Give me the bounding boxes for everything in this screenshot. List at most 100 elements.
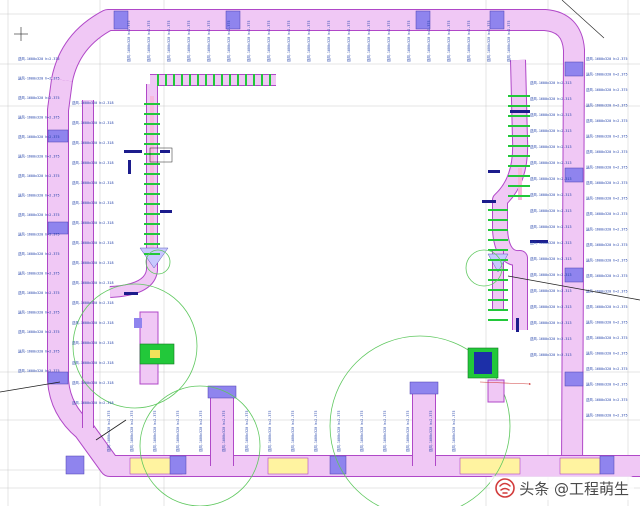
annotation-left-inner: 送风-1600x320 h=2.318: [72, 220, 113, 225]
leader-line: [95, 419, 127, 441]
damper: [160, 210, 172, 213]
annotation-right-outer: 送风-1600x320 h=2.375: [586, 103, 627, 108]
riser-cap: [207, 385, 237, 399]
air-handler-fan: [150, 350, 160, 358]
damper: [124, 150, 142, 153]
hangers: [124, 74, 548, 332]
annotation-left-inner: 送风-1600x320 h=2.318: [72, 320, 113, 325]
annotation-top-vertical: 送风-1600x320 h=2.375: [406, 21, 411, 62]
annotation-top-vertical: 送风-1600x320 h=2.375: [226, 21, 231, 62]
annotation-left-inner: 送风-1600x320 h=2.318: [72, 280, 113, 285]
annotation-bottom-vertical: 送风-1600x320 h=2.375: [405, 411, 410, 452]
annotation-right-outer: 送风-1600x320 h=2.375: [586, 289, 627, 294]
annotation-left-outer: 送风-1600x320 h=2.375: [18, 290, 59, 295]
annotation-left-outer: 送风-1600x320 h=2.375: [18, 251, 59, 256]
annotation-top-vertical: 送风-1600x320 h=2.375: [466, 21, 471, 62]
annotation-left-inner: 送风-1600x320 h=2.318: [72, 180, 113, 185]
annotation-right-inner: 送风-1600x320 h=2.313: [530, 288, 571, 293]
damper: [510, 110, 530, 113]
annotation-top-vertical: 送风-1600x320 h=2.375: [506, 21, 511, 62]
insulated-duct-section: [459, 457, 521, 475]
annotation-left-outer: 送风-1600x320 h=2.375: [18, 76, 59, 81]
annotation-left-outer: 送风-1600x320 h=2.375: [18, 271, 59, 276]
detail-callout-circle: [72, 283, 198, 409]
annotation-left-inner: 送风-1600x320 h=2.318: [72, 380, 113, 385]
annotation-top-vertical: 送风-1600x320 h=2.375: [346, 21, 351, 62]
annotation-left-inner: 送风-1600x320 h=2.318: [72, 120, 113, 125]
damper: [128, 160, 131, 174]
annotation-left-inner: 送风-1600x320 h=2.318: [72, 300, 113, 305]
annotation-left-outer: 送风-1600x320 h=2.375: [18, 310, 59, 315]
annotation-bottom-vertical: 送风-1600x320 h=2.375: [451, 411, 456, 452]
damper: [482, 200, 496, 203]
detail-callout-circle: [465, 249, 503, 287]
air-handler-right-fan: [474, 352, 492, 374]
detail-callout-circle: [145, 249, 171, 275]
annotation-right-outer: 送风-1600x320 h=2.375: [586, 118, 627, 123]
annotation-bottom-vertical: 送风-1600x320 h=2.375: [359, 411, 364, 452]
annotation-left-outer: 送风-1600x320 h=2.375: [18, 154, 59, 159]
annotation-right-inner: 送风-1600x320 h=2.313: [530, 320, 571, 325]
duct-network: [47, 9, 640, 477]
annotation-bottom-vertical: 送风-1600x320 h=2.375: [221, 411, 226, 452]
annotation-right-outer: 送风-1600x320 h=2.375: [586, 211, 627, 216]
annotation-right-outer: 送风-1600x320 h=2.375: [586, 180, 627, 185]
watermark-text: 头条 @工程萌生: [519, 479, 629, 498]
annotation-right-outer: 送风-1600x320 h=2.375: [586, 320, 627, 325]
annotation-right-outer: 送风-1600x320 h=2.375: [586, 134, 627, 139]
detail-callout-circle: [329, 335, 511, 506]
duct-fitting: [113, 10, 129, 30]
annotation-bottom-vertical: 送风-1600x320 h=2.375: [198, 411, 203, 452]
annotation-right-inner: 送风-1600x320 h=2.313: [530, 336, 571, 341]
duct-fitting: [225, 10, 241, 30]
annotation-right-inner: 送风-1600x320 h=2.313: [530, 112, 571, 117]
annotation-top-vertical: 送风-1600x320 h=2.375: [166, 21, 171, 62]
annotation-left-outer: 送风-1600x320 h=2.375: [18, 173, 59, 178]
annotation-top-vertical: 送风-1600x320 h=2.375: [366, 21, 371, 62]
duct-fitting: [415, 10, 431, 30]
annotation-bottom-vertical: 送风-1600x320 h=2.375: [336, 411, 341, 452]
annotation-top-vertical: 送风-1600x320 h=2.375: [146, 21, 151, 62]
annotation-top-vertical: 送风-1600x320 h=2.375: [326, 21, 331, 62]
duct-fitting: [47, 371, 69, 385]
annotation-right-inner: 送风-1600x320 h=2.313: [530, 304, 571, 309]
annotation-right-outer: 送风-1600x320 h=2.375: [586, 227, 627, 232]
riser-cap: [409, 381, 439, 395]
annotation-top-vertical: 送风-1600x320 h=2.375: [266, 21, 271, 62]
duct-fitting: [599, 455, 615, 475]
section-box: [149, 147, 173, 163]
duct-fitting: [47, 129, 69, 143]
annotation-top-vertical: 送风-1600x320 h=2.375: [306, 21, 311, 62]
damper: [160, 150, 170, 153]
equipment-fitting: [134, 318, 142, 328]
annotation-bottom-vertical: 送风-1600x320 h=2.375: [129, 411, 134, 452]
annotation-left-inner: 送风-1600x320 h=2.318: [72, 160, 113, 165]
duct-fitting: [489, 10, 505, 30]
duct-fitting: [329, 455, 347, 475]
annotation-bottom-vertical: 送风-1600x320 h=2.375: [290, 411, 295, 452]
annotation-left-outer: 送风-1600x320 h=2.375: [18, 368, 59, 373]
annotation-left-inner: 送风-1600x320 h=2.318: [72, 360, 113, 365]
annotation-top-vertical: 送风-1600x320 h=2.375: [446, 21, 451, 62]
annotation-left-outer: 送风-1600x320 h=2.375: [18, 329, 59, 334]
annotation-top-vertical: 送风-1600x320 h=2.375: [206, 21, 211, 62]
annotation-top-vertical: 送风-1600x320 h=2.375: [246, 21, 251, 62]
annotation-right-inner: 送风-1600x320 h=2.313: [530, 272, 571, 277]
annotation-right-inner: 送风-1600x320 h=2.313: [530, 208, 571, 213]
annotation-top-vertical: 送风-1600x320 h=2.375: [426, 21, 431, 62]
leader-line: [0, 381, 61, 393]
duct-fitting: [169, 455, 187, 475]
flow-arrow: [479, 381, 532, 386]
annotation-right-inner: 送风-1600x320 h=2.313: [530, 96, 571, 101]
annotation-top-vertical: 送风-1600x320 h=2.375: [186, 21, 191, 62]
insulated-duct-section: [267, 457, 309, 475]
annotation-right-outer: 送风-1600x320 h=2.375: [586, 351, 627, 356]
damper: [530, 240, 548, 243]
annotation-top-vertical: 送风-1600x320 h=2.375: [486, 21, 491, 62]
annotation-left-outer: 送风-1600x320 h=2.375: [18, 134, 59, 139]
toutiao-logo-icon: [495, 478, 516, 498]
annotation-right-outer: 送风-1600x320 h=2.375: [586, 196, 627, 201]
annotation-left-inner: 送风-1600x320 h=2.318: [72, 100, 113, 105]
annotation-right-inner: 送风-1600x320 h=2.313: [530, 160, 571, 165]
